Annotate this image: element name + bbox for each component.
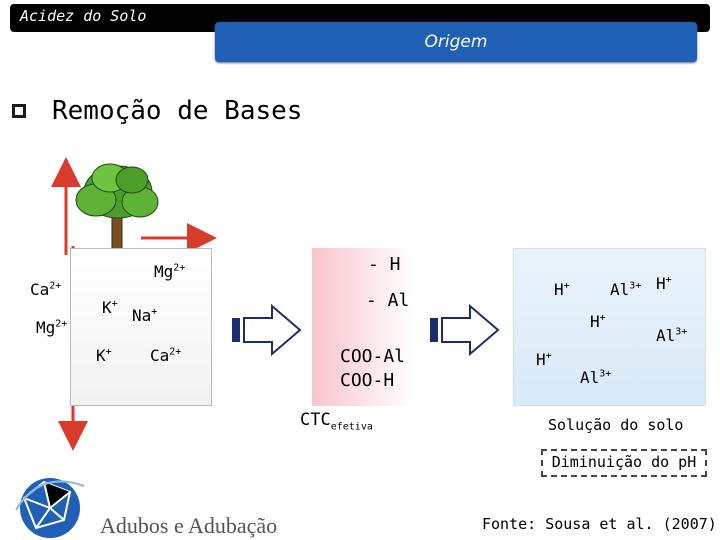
subtitle-bar [215, 22, 697, 62]
soil-box [70, 248, 212, 406]
bullet-square-icon [12, 104, 26, 118]
sol-al1: Al3+ [610, 280, 642, 299]
ion-ca-low: Ca2+ [150, 346, 182, 365]
sol-al2: Al3+ [656, 326, 688, 345]
ion-ca-left: Ca2+ [30, 280, 62, 299]
ctc-label: CTCefetiva [300, 410, 373, 433]
ion-mg-top: Mg2+ [154, 262, 186, 281]
ctc-coo-h: COO-H [340, 370, 395, 391]
solution-box [513, 248, 706, 406]
ctc-box [312, 248, 413, 406]
ion-na: Na+ [132, 306, 158, 325]
ctc-h-group: - H [368, 254, 401, 275]
ion-mg-left: Mg2+ [36, 318, 68, 337]
result-box [541, 449, 707, 477]
block-arrow-2 [430, 303, 500, 357]
sol-h2: H+ [656, 274, 672, 293]
solution-label: Solução do solo [548, 416, 684, 434]
result-label: Diminuição do pH [551, 453, 697, 471]
sol-h1: H+ [554, 280, 570, 299]
sol-h3: H+ [590, 312, 606, 331]
ion-k-mid: K+ [102, 298, 118, 317]
ion-k-low: K+ [96, 346, 112, 365]
ctc-coo-al: COO-Al [340, 346, 406, 367]
footer-course: Adubos e Adubação [100, 513, 278, 538]
subtitle-text: Origem [424, 32, 488, 52]
ctc-al-group: - Al [366, 290, 410, 311]
footer-source: Fonte: Sousa et al. (2007) [482, 515, 717, 533]
header-title: Acidez do Solo [20, 7, 147, 25]
section-title: Remoção de Bases [52, 96, 303, 126]
globe-logo-icon [15, 478, 85, 538]
block-arrow-1 [232, 303, 302, 357]
sol-h4: H+ [536, 350, 552, 369]
sol-al3: Al3+ [580, 368, 612, 387]
